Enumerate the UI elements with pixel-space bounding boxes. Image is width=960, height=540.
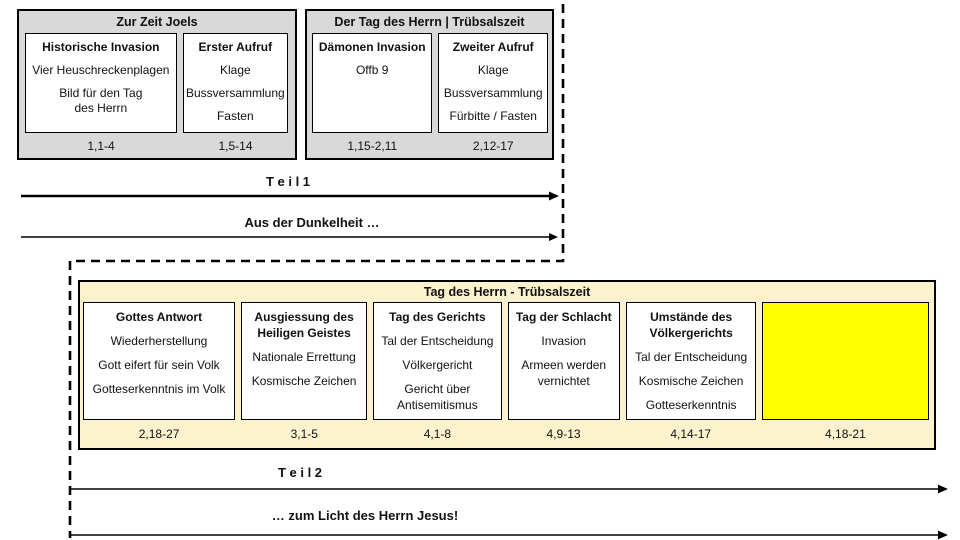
box-line: Invasion: [541, 334, 587, 348]
box-line: Armeen werden vernichtet: [521, 358, 607, 388]
verse-ref: 2,12-17: [472, 138, 514, 153]
box-line: Tal der Entscheidung: [635, 350, 748, 364]
box-line: Gott eifert für sein Volk: [98, 358, 220, 372]
ref-row: 2,18-27 3,1-5 4,1-8 4,9-13 4,14-17 4,18-…: [80, 420, 934, 448]
box-line: Kosmische Zeichen: [251, 374, 357, 388]
box-line: Bussversammlung: [443, 86, 543, 100]
section-title: Tag des Herrn - Trübsalszeit: [423, 285, 591, 299]
highlight-box: [762, 302, 929, 420]
box-line: Gericht über Antisemitismus: [397, 382, 478, 412]
box-line: Nationale Errettung: [252, 350, 356, 364]
box-row: Gottes Antwort Wiederherstellung Gott ei…: [80, 302, 934, 420]
arrowhead-icon: [549, 233, 558, 241]
content-box-gottes-antwort: Gottes Antwort Wiederherstellung Gott ei…: [83, 302, 235, 420]
verse-ref: 4,9-13: [546, 427, 581, 441]
arrowhead-icon: [549, 191, 559, 201]
verse-ref: 4,14-17: [670, 427, 712, 441]
box-line: Klage: [477, 63, 509, 77]
box-line: Bussversammlung: [185, 86, 285, 100]
box-line: Vier Heuschreckenplagen: [32, 63, 170, 77]
teil1-label: T e i l 1: [265, 174, 311, 189]
box-title: Historische Invasion: [42, 40, 160, 54]
content-box-ausgiessung: Ausgiessung des Heiligen Geistes Nationa…: [240, 302, 368, 420]
box-line: Kosmische Zeichen: [638, 374, 744, 388]
content-box-tag-der-schlacht: Tag der Schlacht Invasion Armeen werden …: [507, 302, 620, 420]
box-title: Tag des Gerichts: [389, 310, 486, 324]
section-zur-zeit-joels: Zur Zeit Joels Historische Invasion Vier…: [17, 9, 297, 160]
verse-ref: 1,1-4: [87, 138, 115, 153]
box-line: Gotteserkenntnis: [645, 398, 737, 412]
content-box-historische-invasion: Historische Invasion Vier Heuschreckenpl…: [25, 33, 177, 133]
box-line: Wiederherstellung: [110, 334, 208, 348]
section-tag-des-herrn-bottom: Tag des Herrn - Trübsalszeit Gottes Antw…: [78, 280, 936, 450]
verse-ref: 4,1-8: [423, 427, 452, 441]
verse-ref: 1,15-2,11: [347, 138, 398, 153]
box-title: Tag der Schlacht: [515, 310, 612, 324]
section-title: Zur Zeit Joels: [116, 15, 198, 29]
arrowhead-icon: [938, 530, 948, 540]
box-title: Zweiter Aufruf: [452, 40, 534, 54]
verse-ref: 2,18-27: [138, 427, 180, 441]
ref-row: 1,15-2,11 2,12-17: [307, 133, 552, 158]
licht-label: … zum Licht des Herrn Jesus!: [271, 508, 459, 523]
box-line: Tal der Entscheidung: [381, 334, 494, 348]
ref-row: 1,1-4 1,5-14: [19, 133, 295, 158]
content-box-tag-des-gerichts: Tag des Gerichts Tal der Entscheidung Vö…: [373, 302, 502, 420]
teil2-label: T e i l 2: [277, 465, 323, 480]
content-box-erster-aufruf: Erster Aufruf Klage Bussversammlung Fast…: [182, 33, 288, 133]
verse-ref: 4,18-21: [825, 427, 866, 441]
box-line: Bild für den Tag des Herrn: [59, 86, 143, 115]
content-box-zweiter-aufruf: Zweiter Aufruf Klage Bussversammlung Für…: [438, 33, 548, 133]
box-line: Völkergericht: [402, 358, 473, 372]
box-title: Dämonen Invasion: [318, 40, 426, 54]
section-title: Der Tag des Herrn | Trübsalszeit: [334, 15, 525, 29]
dunkelheit-label: Aus der Dunkelheit …: [244, 215, 380, 230]
box-line: Gotteserkenntnis im Volk: [92, 382, 226, 396]
box-line: Fasten: [216, 109, 254, 123]
box-line: Klage: [219, 63, 251, 77]
box-line: Fürbitte / Fasten: [449, 109, 537, 123]
box-title: Erster Aufruf: [198, 40, 273, 54]
box-title: Ausgiessung des Heiligen Geistes: [254, 310, 354, 340]
verse-ref: 1,5-14: [218, 138, 253, 153]
box-row: Dämonen Invasion Offb 9 Zweiter Aufruf K…: [307, 33, 552, 133]
box-line: Offb 9: [355, 63, 389, 77]
section-tag-des-herrn-truebsalszeit: Der Tag des Herrn | Trübsalszeit Dämonen…: [305, 9, 554, 160]
box-title: Gottes Antwort: [115, 310, 203, 324]
content-box-umstaende: Umstände des Völkergerichts Tal der Ents…: [626, 302, 757, 420]
verse-ref: 3,1-5: [290, 427, 318, 441]
box-row: Historische Invasion Vier Heuschreckenpl…: [19, 33, 295, 133]
box-title: Umstände des Völkergerichts: [649, 310, 733, 340]
content-box-daemonen-invasion: Dämonen Invasion Offb 9: [312, 33, 433, 133]
arrowhead-icon: [938, 484, 948, 494]
